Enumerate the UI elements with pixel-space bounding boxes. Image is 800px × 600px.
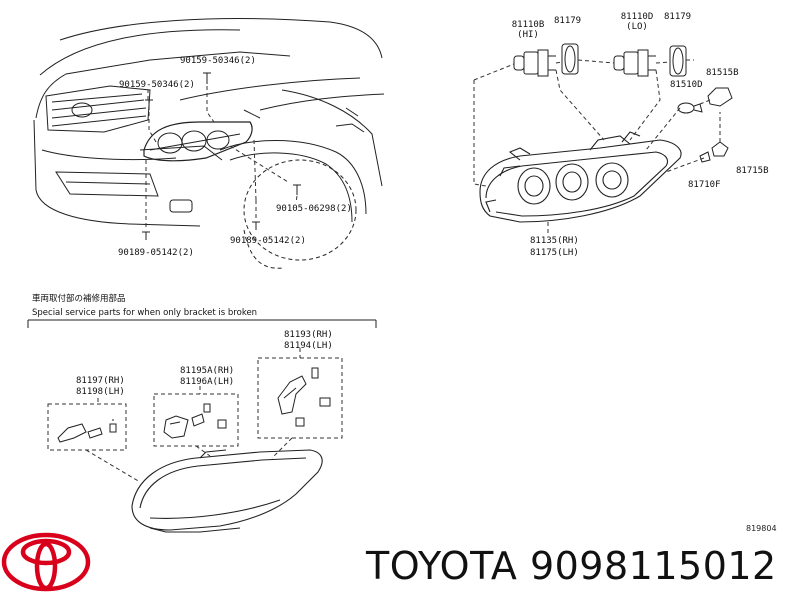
callout-81179-a: 81179 bbox=[554, 16, 582, 26]
callout-81135: 81135(RH) bbox=[530, 236, 579, 246]
callout-81198: 81198(LH) bbox=[76, 387, 125, 397]
part-number: 9098115012 bbox=[529, 544, 777, 588]
callout-90105-06298: 90105-06298(2) bbox=[276, 204, 352, 214]
diagram-reference-number: 819804 bbox=[746, 524, 777, 533]
callout-90159-50346-top: 90159-50346(2) bbox=[180, 56, 256, 66]
callout-90189-05142-left: 90189-05142(2) bbox=[118, 248, 194, 258]
car-leader-lines bbox=[145, 86, 298, 230]
callout-81710F: 81710F bbox=[688, 180, 721, 190]
callout-81110B-hi: (HI) bbox=[517, 30, 539, 40]
callout-81193: 81193(RH) bbox=[284, 330, 333, 340]
bracket-parts bbox=[57, 367, 331, 443]
headlamp-assembly bbox=[479, 131, 682, 223]
service-note-english: Special service parts for when only brac… bbox=[32, 308, 258, 318]
car-fasteners bbox=[142, 72, 301, 240]
callout-81196A: 81196A(LH) bbox=[180, 377, 235, 387]
callout-81510D: 81510D bbox=[670, 80, 703, 90]
brand-name: TOYOTA bbox=[366, 544, 518, 588]
callout-81110D-lo: (LO) bbox=[626, 22, 648, 32]
callout-81110B: 81110B (HI) bbox=[506, 20, 550, 40]
service-note-japanese: 車両取付部の補修用部品 bbox=[32, 294, 126, 304]
callout-90159-50346-left: 90159-50346(2) bbox=[119, 80, 195, 90]
callout-81179-b: 81179 bbox=[664, 12, 692, 22]
callout-81195A: 81195A(RH) bbox=[180, 366, 235, 376]
callout-81110B-number: 81110B bbox=[511, 20, 545, 30]
callout-81194: 81194(LH) bbox=[284, 341, 333, 351]
service-parts-bracket-frame bbox=[27, 319, 377, 328]
brand-part-number-line: TOYOTA 9098115012 bbox=[366, 544, 777, 588]
headlamp-on-car bbox=[143, 121, 253, 162]
toyota-logo-icon bbox=[1, 532, 91, 592]
service-leader-lines bbox=[85, 348, 301, 483]
callout-81715B: 81715B bbox=[736, 166, 769, 176]
service-headlamp-outline bbox=[131, 449, 323, 533]
callout-81175: 81175(LH) bbox=[530, 248, 579, 258]
headlamp-leader-lines bbox=[473, 59, 721, 236]
callout-81110D-number: 81110D bbox=[620, 12, 654, 22]
callout-90189-05142-right: 90189-05142(2) bbox=[230, 236, 306, 246]
callout-81110D: 81110D (LO) bbox=[614, 12, 660, 32]
callout-81515B: 81515B bbox=[706, 68, 739, 78]
bulbs-and-sockets bbox=[513, 43, 733, 163]
callout-81197: 81197(RH) bbox=[76, 376, 125, 386]
car-body-illustration bbox=[33, 18, 385, 269]
